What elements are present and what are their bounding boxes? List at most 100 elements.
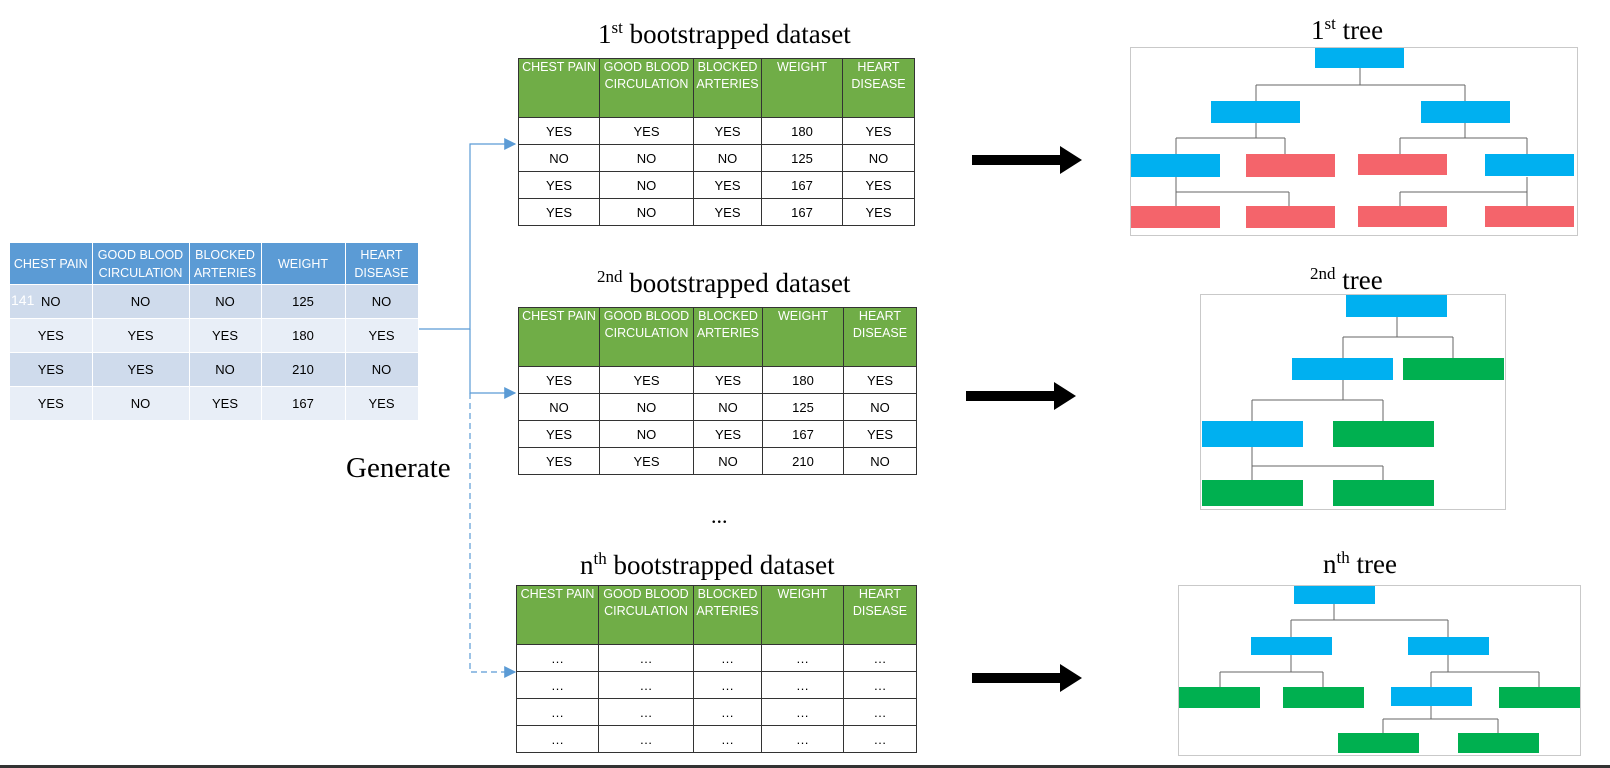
tree-1-title: 1st tree [1311,14,1384,45]
tree-leaf [1246,154,1335,177]
tree-node-internal [1292,358,1393,380]
table-cell: … [598,644,694,672]
table-cell: … [516,698,599,726]
table-cell: YES [518,171,600,199]
table-cell: NO [599,198,694,226]
header-heart-disease: HEART DISEASE [843,307,917,367]
tree-frame [1178,585,1581,756]
table-row: …………… [516,644,917,672]
bottom-border [0,765,1610,768]
tree-1-diagram [1130,47,1578,236]
table-cell: 180 [761,117,843,145]
table-cell: YES [92,352,190,387]
bootstrapped-dataset-n-table: CHEST PAIN GOOD BLOOD CIRCULATION BLOCKE… [516,585,917,753]
tree-node-internal [1408,637,1489,655]
table-cell: 125 [261,284,346,319]
table-cell: NO [92,284,190,319]
table-cell: … [693,671,762,699]
tree-frame [1130,47,1578,236]
table-row: …………… [516,725,917,753]
table-cell: NO [189,352,262,387]
header-weight: WEIGHT [761,585,844,645]
connector-to-dataset-n [469,393,517,678]
header-chest-pain: CHEST PAIN [516,585,599,645]
tree-leaf [1333,480,1434,506]
table-cell: YES [693,117,762,145]
table-cell: NO [599,144,694,172]
tree-leaf [1131,206,1220,228]
arrow-right-icon [972,664,1082,692]
dataset-1-title: 1st bootstrapped dataset [598,18,851,49]
table-cell: … [761,698,844,726]
table-cell: … [843,671,917,699]
table-cell: … [761,671,844,699]
tree-leaf [1358,154,1447,175]
table-row: YES YES YES 180 YES [10,318,419,353]
table-cell: NO [345,284,419,319]
tree-node-internal [1211,101,1300,123]
tree-leaf [1358,206,1447,227]
header-chest-pain: CHEST PAIN [518,307,600,367]
arrow-right-icon [966,382,1076,410]
header-weight: WEIGHT [761,58,843,118]
header-good-blood-circulation: GOOD BLOOD CIRCULATION [599,307,694,367]
header-blocked-arteries: BLOCKED ARTERIES [693,585,762,645]
table-cell: NO [189,284,262,319]
header-chest-pain: CHEST PAIN [10,243,93,285]
tree-leaf [1179,687,1260,708]
tree-leaf [1338,733,1419,753]
table-cell: … [598,725,694,753]
table-cell: … [516,644,599,672]
table-row: …………… [516,698,917,726]
table-cell: NO [693,144,762,172]
original-dataset-table: CHEST PAIN GOOD BLOOD CIRCULATION BLOCKE… [10,243,419,420]
table-cell: NO [693,447,763,475]
tree-frame [1200,294,1506,510]
table-cell: … [843,644,917,672]
header-blocked-arteries: BLOCKED ARTERIES [189,243,262,285]
table-cell: YES [10,318,93,353]
table-cell: YES [518,447,600,475]
generate-label: Generate [346,452,451,484]
table-cell: 210 [261,352,346,387]
tree-leaf [1485,206,1574,227]
table-cell: NO [518,393,600,421]
tree-leaf [1499,687,1580,708]
tree-n-diagram [1178,585,1581,756]
table-cell: YES [518,366,600,394]
tree-node-internal [1251,637,1332,655]
table-cell: NO [10,284,93,319]
table-cell: YES [10,386,93,420]
header-weight: WEIGHT [762,307,844,367]
table-cell: NO [599,420,694,448]
tree-n-title: nth tree [1323,548,1397,579]
table-cell: 167 [762,420,844,448]
table-cell: YES [345,318,419,353]
table-cell: NO [843,447,917,475]
table-cell: NO [843,393,917,421]
table-cell: … [516,725,599,753]
table-cell: 167 [261,386,346,420]
table-cell: YES [693,171,762,199]
tree-node-internal [1131,154,1220,177]
table-cell: YES [693,420,763,448]
table-cell: 210 [762,447,844,475]
tree-leaf [1333,421,1434,447]
header-blocked-arteries: BLOCKED ARTERIES [693,58,762,118]
tree-node-internal [1485,154,1574,176]
tree-leaf [1202,480,1303,506]
tree-node-internal [1421,101,1510,123]
ellipsis-label: ... [711,503,728,528]
connector-to-dataset-2 [469,329,517,399]
row-number-overlay: 141 [11,292,35,308]
table-cell: … [693,698,762,726]
table-cell: … [843,698,917,726]
header-heart-disease: HEART DISEASE [843,585,917,645]
table-cell: YES [599,447,694,475]
